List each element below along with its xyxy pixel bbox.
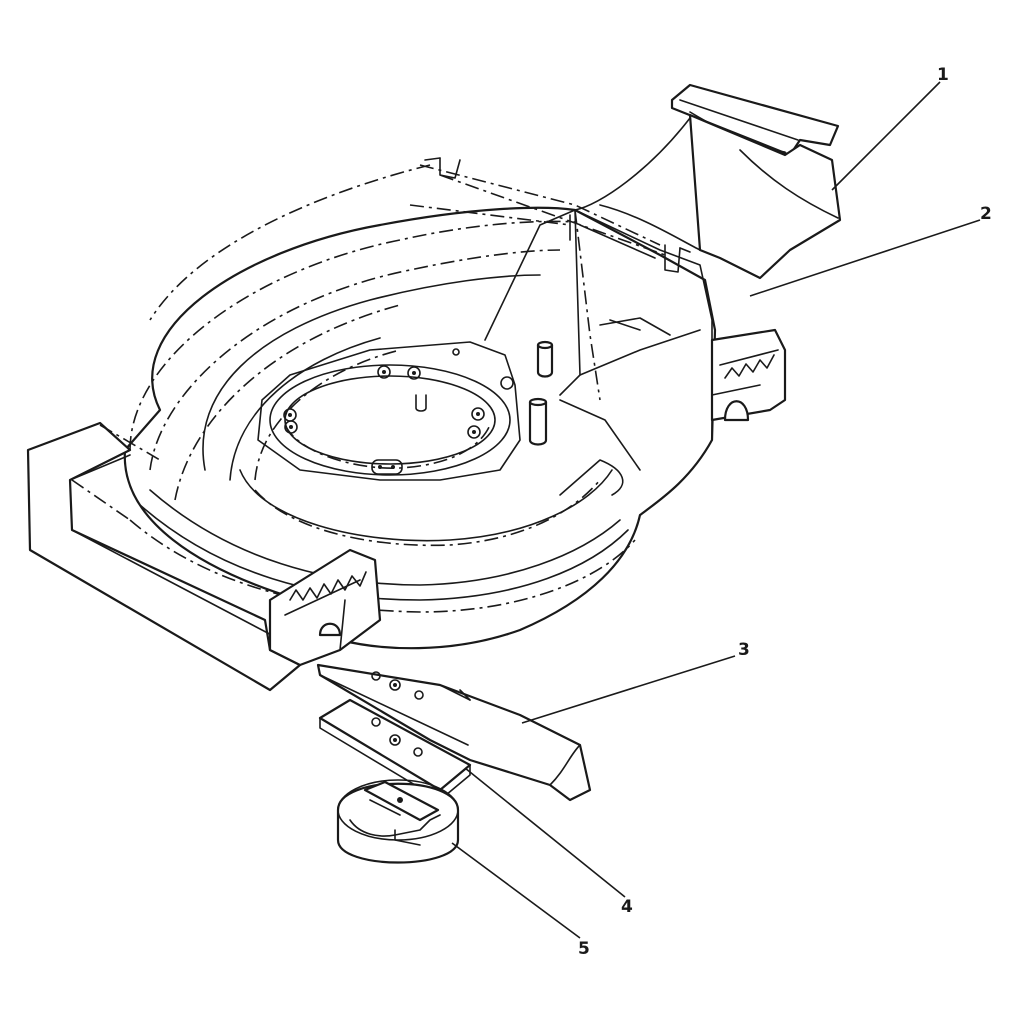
engine-mount-ring [257, 341, 521, 481]
callout-3: 3 [738, 640, 750, 660]
blade-mount-plate-part-4 [318, 698, 472, 801]
callout-2: 2 [980, 204, 992, 224]
leader-1 [831, 81, 941, 191]
callout-4: 4 [621, 897, 633, 917]
cutting-blade-part-3 [316, 663, 592, 802]
mower-deck-housing [123, 164, 717, 650]
callout-1: 1 [937, 65, 949, 85]
leader-5 [451, 842, 581, 939]
leader-3 [521, 655, 736, 724]
callout-5: 5 [578, 939, 590, 959]
rear-height-adjuster [710, 328, 787, 422]
front-bumper [26, 421, 302, 692]
front-height-adjuster [268, 548, 382, 667]
leader-4 [464, 767, 626, 898]
callout-labels: 1 2 3 4 5 [578, 65, 992, 959]
rear-discharge-housing [424, 157, 713, 471]
callout-leaders [451, 81, 981, 939]
leader-2 [749, 219, 981, 297]
deck-posts [415, 340, 554, 446]
grass-deflector-part-1 [574, 83, 842, 280]
blade-adapter-part-5 [336, 779, 460, 864]
